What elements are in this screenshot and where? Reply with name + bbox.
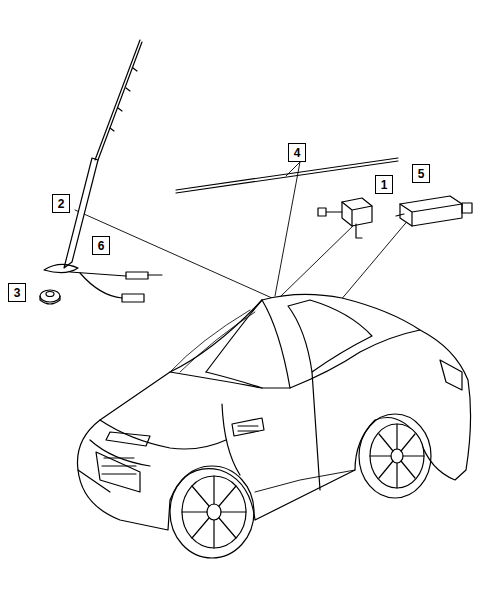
antenna-nut [40,290,60,304]
car-wheels [170,414,431,558]
antenna-cable [70,272,162,302]
callout-number: 1 [381,179,388,191]
receiver-module [396,196,472,226]
callout-number: 6 [98,240,105,252]
callout-number: 4 [294,147,301,159]
callout-box: 6 [92,236,110,255]
callout-box: 2 [52,194,70,213]
callout-box: 4 [288,143,306,162]
car-body [77,294,470,530]
leader-lines [75,162,415,301]
callout-box: 1 [375,175,393,194]
antenna-mast [44,40,142,273]
callout-box: 3 [8,283,26,302]
antenna-module [318,198,372,238]
antenna-rod [176,158,398,193]
callout-box: 5 [412,164,430,183]
callout-number: 3 [14,287,21,299]
callout-number: 5 [418,168,425,180]
callout-number: 2 [58,198,65,210]
